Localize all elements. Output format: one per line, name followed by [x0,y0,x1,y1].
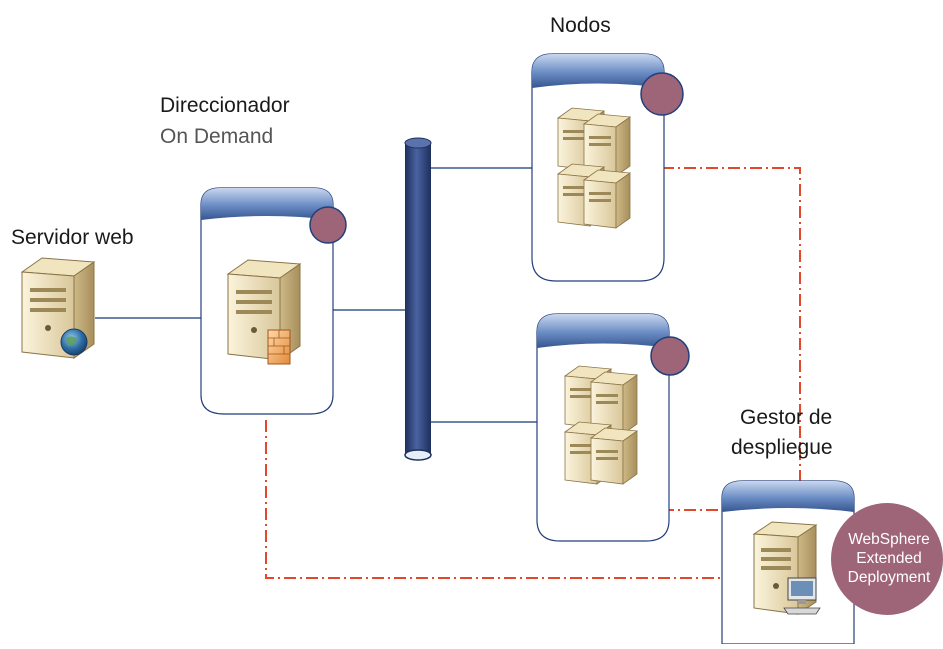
router-server-icon [226,259,302,365]
node-bottom-status-circle [650,336,690,376]
node-cluster-bottom-icon [563,365,639,485]
network-bus [404,137,432,461]
firewall-icon [267,329,291,365]
servidor-web-label: Servidor web [11,226,134,249]
nodos-label: Nodos [550,14,611,37]
node-top-status-circle [640,72,684,116]
mgmt-link-router [265,420,722,579]
websphere-badge-text: WebSphere Extended Deployment [834,530,943,587]
management-links [265,167,801,579]
mgmt-link-nodes-top [662,167,801,482]
badge-line-2: Extended [856,550,922,567]
badge-line-3: Deployment [847,569,931,586]
badge-line-1: WebSphere [848,531,930,548]
gestor-label-line1: Gestor de [740,406,833,429]
websphere-badge-circle [831,503,943,615]
computer-icon [783,577,821,615]
router-status-circle [309,206,347,244]
gestor-label-line2: despliegue [731,436,833,459]
deployment-manager-server-icon [752,521,821,615]
on-demand-label: On Demand [160,125,274,148]
web-server-icon [20,257,96,359]
node-cluster-top-icon [556,107,632,229]
direccionador-label: Direccionador [160,94,290,117]
